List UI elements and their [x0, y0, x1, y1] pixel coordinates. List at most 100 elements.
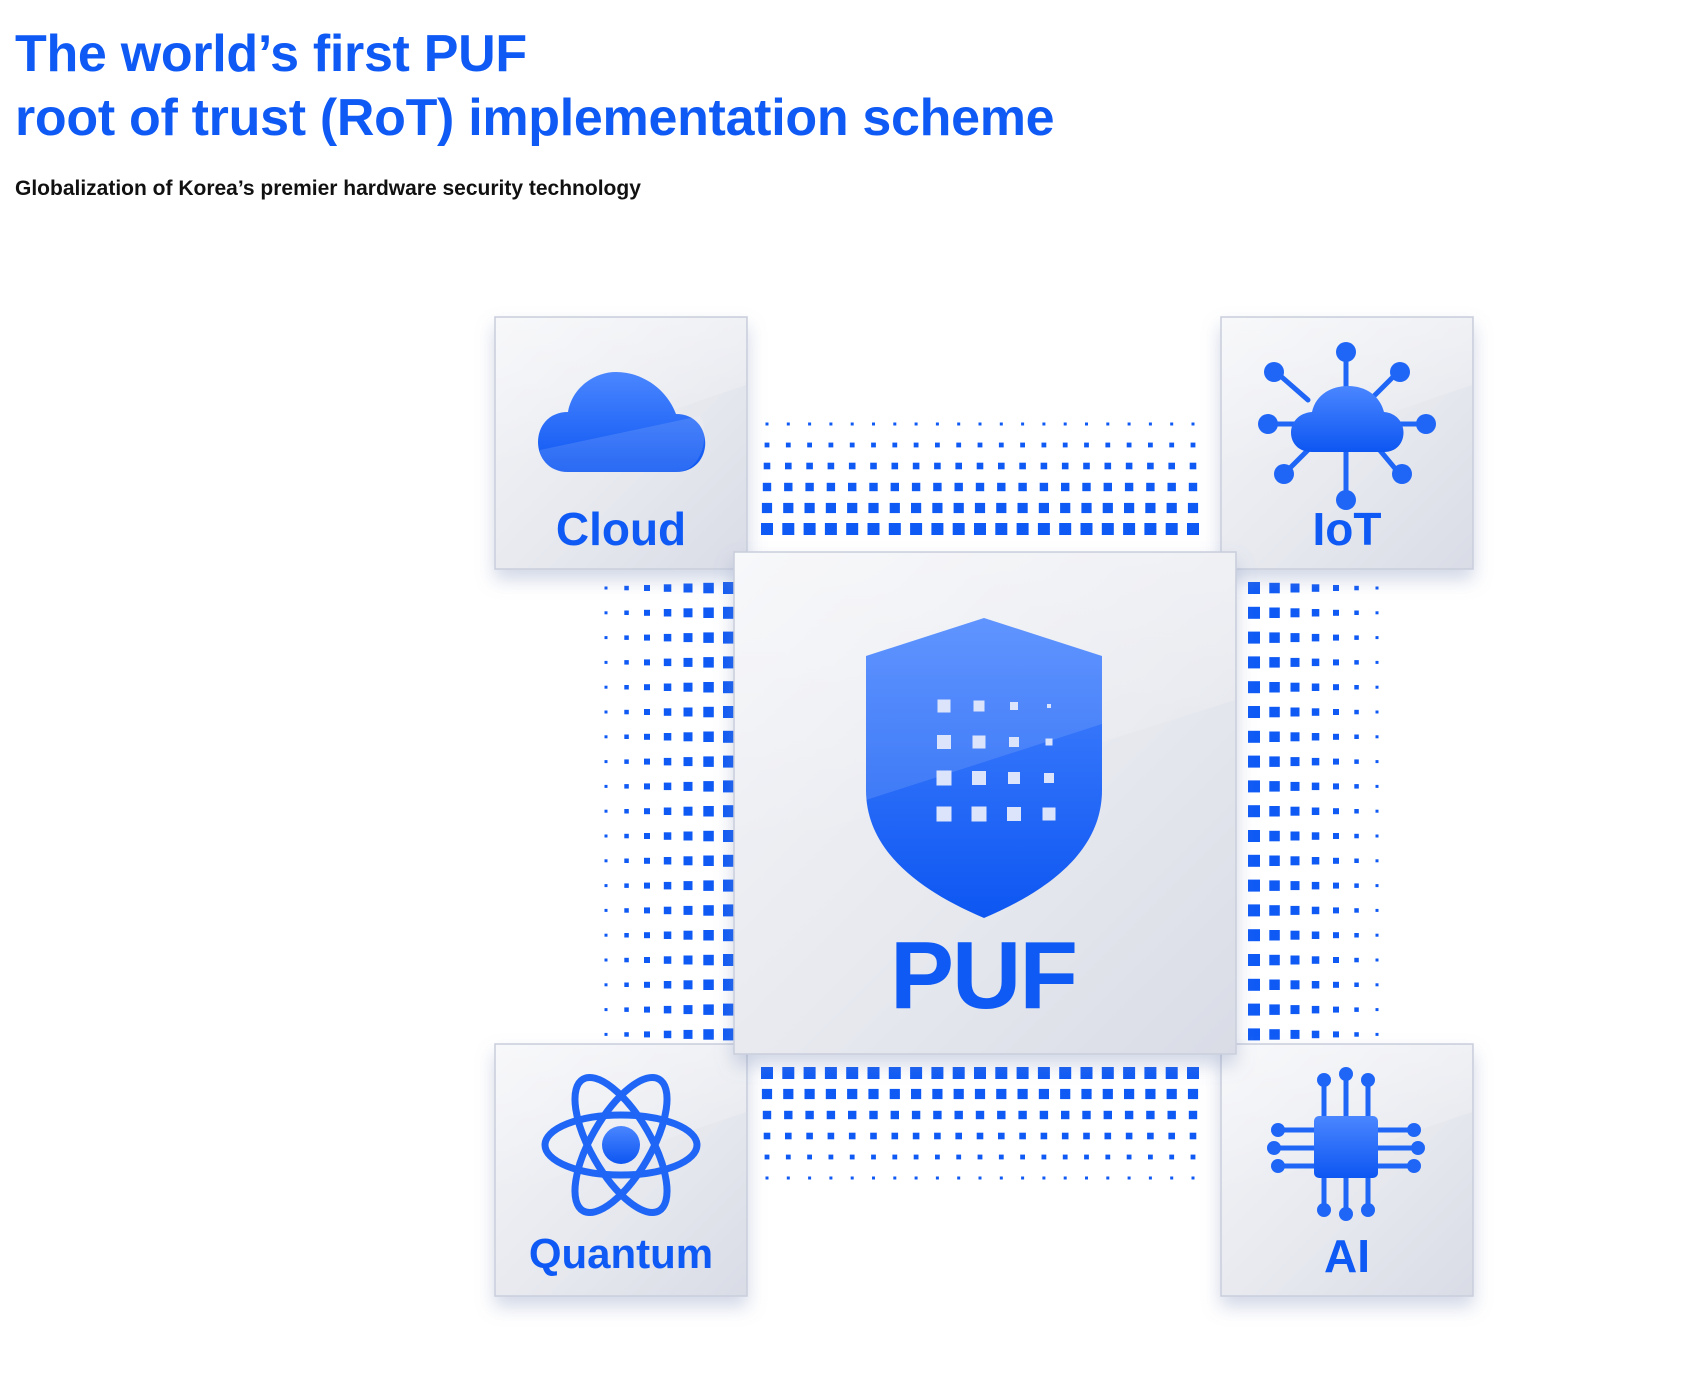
dot: [1290, 806, 1300, 816]
dot: [785, 462, 792, 470]
dot: [703, 582, 714, 594]
dot: [827, 462, 835, 470]
dot: [663, 857, 672, 865]
dot: [1269, 632, 1280, 643]
dot: [604, 884, 608, 888]
dot: [1269, 657, 1280, 668]
dot: [871, 1154, 876, 1160]
dot: [870, 462, 877, 470]
dot: [1144, 523, 1157, 535]
dot: [1269, 756, 1280, 767]
dot: [804, 502, 815, 514]
dot: [1144, 1067, 1157, 1079]
dot: [1269, 781, 1280, 792]
dot: [888, 1067, 901, 1079]
dot: [763, 1132, 771, 1140]
dot: [604, 636, 608, 640]
dot: [888, 523, 901, 535]
dot: [1248, 755, 1260, 768]
dot: [1059, 1067, 1072, 1079]
dot: [703, 806, 714, 817]
dot: [913, 442, 919, 448]
dot: [604, 685, 608, 689]
shield-dot: [936, 770, 952, 786]
dot: [1354, 908, 1359, 913]
dot: [1333, 1006, 1339, 1013]
dot: [1375, 660, 1379, 664]
shield-dot: [936, 806, 952, 822]
dot: [644, 609, 650, 616]
dot: [723, 780, 735, 793]
dot: [848, 1110, 857, 1120]
dot: [785, 1154, 791, 1160]
dot: [604, 933, 608, 937]
dot: [849, 1154, 855, 1160]
dot: [1269, 1029, 1280, 1040]
dot: [892, 1154, 898, 1160]
dot: [974, 523, 986, 535]
dot: [1354, 709, 1359, 715]
dot: [1375, 735, 1379, 739]
dot: [644, 709, 650, 715]
dot: [644, 684, 650, 691]
dot: [1311, 981, 1320, 989]
dot: [1248, 854, 1260, 867]
dot: [1290, 930, 1300, 940]
dot: [763, 462, 771, 470]
dot: [762, 482, 772, 492]
shield-dot: [1008, 772, 1020, 784]
dot: [911, 502, 922, 514]
dot: [683, 856, 693, 866]
dot: [1168, 462, 1175, 470]
dot: [1085, 422, 1088, 426]
dot: [954, 1110, 963, 1120]
dot: [1375, 809, 1379, 813]
center-label-puf: PUF: [890, 922, 1076, 1029]
dot: [1102, 502, 1113, 514]
dot: [604, 834, 608, 838]
dot: [1020, 1154, 1025, 1160]
dot: [1269, 1004, 1280, 1015]
dot: [683, 831, 693, 841]
dot: [1191, 422, 1195, 426]
dot: [1375, 710, 1379, 714]
dot: [1126, 442, 1132, 448]
dot: [1248, 706, 1260, 718]
dot: [1018, 482, 1027, 492]
dot: [1248, 1003, 1260, 1016]
dot: [956, 1154, 962, 1160]
dot: [1148, 422, 1152, 426]
dot: [867, 1067, 880, 1079]
dot: [1018, 1110, 1027, 1120]
dot: [1019, 462, 1026, 470]
dot: [604, 809, 608, 813]
dot: [868, 1088, 879, 1100]
dot: [683, 757, 693, 767]
dot: [1083, 1132, 1090, 1140]
dot: [624, 933, 629, 938]
shield-dot: [1042, 807, 1056, 821]
dot: [1311, 733, 1320, 741]
dot: [703, 682, 714, 693]
dot: [683, 955, 693, 965]
dot: [1021, 422, 1025, 426]
dot: [1375, 908, 1379, 912]
dot: [683, 1029, 693, 1039]
dot: [1333, 957, 1339, 963]
dot: [995, 523, 1008, 535]
shield-dot: [937, 735, 951, 749]
dot: [808, 422, 812, 426]
dot: [723, 978, 735, 991]
chip-icon: [1267, 1067, 1425, 1221]
dot: [1105, 1154, 1111, 1160]
dot: [1333, 808, 1339, 815]
dot: [703, 706, 714, 718]
dot: [914, 1176, 918, 1180]
dot: [723, 755, 735, 768]
dot: [1248, 631, 1260, 644]
shield-dot: [973, 700, 985, 712]
dot: [1354, 1032, 1359, 1037]
dot: [1311, 708, 1320, 716]
dot: [1188, 482, 1198, 492]
dot: [1290, 856, 1300, 866]
